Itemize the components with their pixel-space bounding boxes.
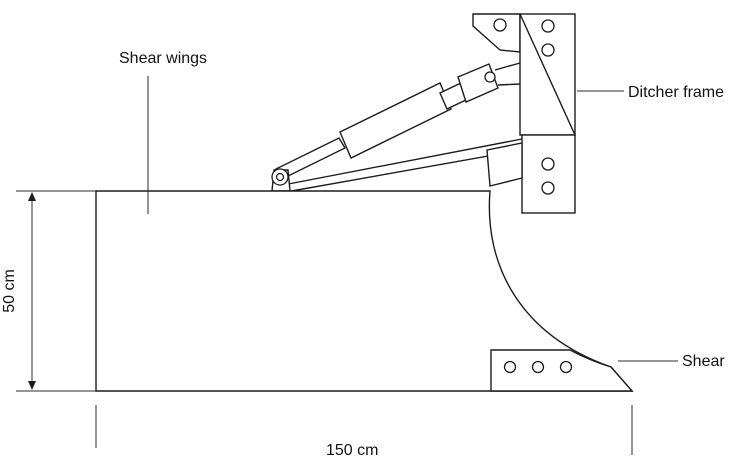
strut-edge (285, 149, 523, 193)
support-strut (277, 138, 523, 193)
clevis-pin (484, 71, 496, 83)
clevis-link (497, 83, 521, 86)
height-dimension-label: 50 cm (1, 269, 18, 313)
height-dimension (16, 190, 96, 392)
shear-label: Shear (682, 353, 725, 370)
ditcher-frame-label: Ditcher frame (628, 84, 724, 101)
frame-hole (493, 18, 507, 32)
strut-end-plate (486, 142, 523, 187)
cylinder-pivot-pin-inner (275, 172, 285, 182)
shear-bolt-hole (559, 360, 573, 374)
frame-diagonal (519, 13, 576, 136)
hydraulic-cylinder (271, 62, 521, 192)
cylinder-barrel (339, 82, 452, 159)
frame-hole (541, 43, 555, 57)
arrow-head (28, 192, 36, 201)
frame-hole (541, 157, 555, 171)
frame-hole (541, 181, 555, 195)
shear-bolt-hole (531, 360, 545, 374)
frame-top-plate (472, 13, 521, 53)
frame-lower-box (521, 134, 576, 214)
clevis-link (494, 62, 521, 71)
shear-wings-label: Shear wings (119, 50, 207, 67)
frame-hole (541, 19, 555, 33)
shear-tip (490, 349, 634, 392)
cylinder-clevis (457, 63, 499, 103)
width-dimension (95, 405, 633, 455)
width-dimension-label: 150 cm (326, 442, 378, 459)
strut-edge (277, 138, 523, 187)
ditcher-frame (472, 13, 576, 214)
arrow-head (28, 381, 36, 390)
shear-bolt-hole (503, 360, 517, 374)
